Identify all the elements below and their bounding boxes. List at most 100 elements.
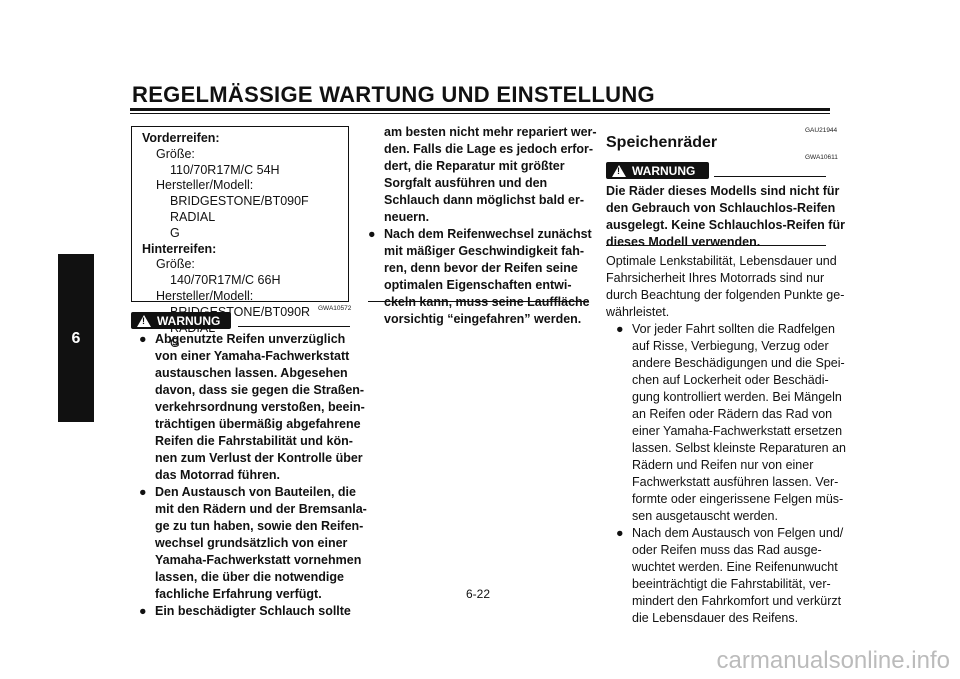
warning-bullet-2: ● Den Austausch von Bauteilen, die mit de… xyxy=(139,484,367,603)
warning-badge-label: WARNUNG xyxy=(157,313,221,328)
text-line: Vor jeder Fahrt sollten die Radfelgen xyxy=(632,322,835,336)
text-line: vorsichtig “eingefahren” werden. xyxy=(384,312,582,326)
text-line: lassen, die über die notwendige xyxy=(155,570,344,584)
tire-spec-box: Vorderreifen: Größe: 110/70R17M/C 54H He… xyxy=(131,126,349,350)
text-line: formte oder eingerissene Felgen müs- xyxy=(632,492,844,506)
text-line: Yamaha-Fachwerkstatt vornehmen xyxy=(155,553,362,567)
warning-badge: WARNUNG xyxy=(131,312,231,329)
footer-watermark: carmanualsonline.info xyxy=(716,647,950,674)
text-line: wuchtet werden. Eine Reifenunwucht xyxy=(632,560,838,574)
section-warning-end-rule xyxy=(606,245,826,246)
column2-end-rule xyxy=(368,301,588,302)
text-line: dert, die Reparatur mit größter xyxy=(384,159,565,173)
text-line: Abgenutzte Reifen unverzüglich xyxy=(155,332,346,346)
warning1-text: ● Abgenutzte Reifen unverzüglich von eine… xyxy=(139,331,367,620)
warning-rule xyxy=(238,326,350,327)
text-line: Nach dem Reifenwechsel zunächst xyxy=(384,227,592,241)
warning-bullet-1: ● Abgenutzte Reifen unverzüglich von eine… xyxy=(139,331,365,484)
text-line: verkehrsordnung verstoßen, beein- xyxy=(155,400,365,414)
page-number: 6-22 xyxy=(466,587,491,601)
text-line: durch Beachtung der folgenden Punkte ge- xyxy=(606,288,845,302)
text-line: Schlauch dann möglichst bald er- xyxy=(384,193,585,207)
text-line: neuern. xyxy=(384,210,430,224)
page-title: REGELMÄSSIGE WARTUNG UND EINSTELLUNG xyxy=(132,82,655,107)
warning-bullet-3-start: Ein beschädigter Schlauch sollte xyxy=(155,604,351,618)
rear-tire-heading: Hinterreifen: xyxy=(142,241,217,256)
bullet-dot-icon: ● xyxy=(139,485,147,499)
text-line: sen ausgetauscht werden. xyxy=(632,509,778,523)
text-line: trächtigen übermäßig abgefahrene xyxy=(155,417,361,431)
text-line: am besten nicht mehr repariert wer- xyxy=(384,125,597,139)
column2-text: am besten nicht mehr repariert wer-den. … xyxy=(368,124,597,328)
section-bullet-1: ● Vor jeder Fahrt sollten die Radfelgen a… xyxy=(616,321,847,525)
text-line: das Motorrad führen. xyxy=(155,468,281,482)
text-line: dieses Modell verwenden. xyxy=(606,235,761,249)
text-line: davon, dass sie gegen die Straßen- xyxy=(155,383,365,397)
section-bullet-1-lines: Vor jeder Fahrt sollten die Radfelgen auf… xyxy=(632,321,847,525)
section-code: GAU21944 xyxy=(805,127,838,134)
text-line: den Gebrauch von Schlauchlos-Reifen xyxy=(606,201,836,215)
text-line: Rädern und Reifen nur von einer xyxy=(632,458,814,472)
front-maker-value: BRIDGESTONE/BT090F RADIAL xyxy=(170,194,309,224)
section-warning-badge: WARNUNG xyxy=(606,162,709,179)
warning-code: GWA10572 xyxy=(318,305,352,312)
front-tire-heading: Vorderreifen: xyxy=(142,131,220,145)
warning-triangle-icon xyxy=(612,164,626,177)
front-size-value: 110/70R17M/C 54H xyxy=(170,162,280,177)
text-line: lassen. Selbst kleinste Reparaturen an xyxy=(632,441,847,455)
rear-size-label: Größe: xyxy=(156,257,195,272)
text-line: Den Austausch von Bauteilen, die xyxy=(155,485,356,499)
section-bullet-2-lines: Nach dem Austausch von Felgen und/oder R… xyxy=(632,525,843,627)
front-size-label: Größe: xyxy=(156,146,195,161)
text-line: Sorgfalt ausführen und den xyxy=(384,176,548,190)
warning-bullet-3: ● Ein beschädigter Schlauch sollte xyxy=(139,603,351,620)
warning-bullet-3-continued: am besten nicht mehr repariert wer-den. … xyxy=(368,124,597,226)
bullet-dot-icon: ● xyxy=(139,604,147,618)
text-line: andere Beschädigungen und die Spei- xyxy=(632,356,845,370)
text-line: Reifen die Fahrstabilität und kön- xyxy=(155,434,353,448)
chapter-tab-label: 6 xyxy=(71,330,81,347)
warning-bullet-1-lines: Abgenutzte Reifen unverzüglich von einer … xyxy=(155,331,365,484)
bullet-dot-icon: ● xyxy=(139,332,147,346)
front-maker-label: Hersteller/Modell: xyxy=(156,178,254,193)
text-line: von einer Yamaha-Fachwerkstatt xyxy=(155,349,350,363)
text-line: gung kontrolliert werden. Bei Mängeln xyxy=(632,390,842,404)
section-warning-code: GWA10611 xyxy=(805,154,838,161)
text-line: wechsel grundsätzlich von einer xyxy=(155,536,348,550)
section-warning-text: Die Räder dieses Modells sind nicht für d… xyxy=(606,183,845,251)
bullet-dot-icon: ● xyxy=(368,227,376,241)
warning-bullet-2-lines: Den Austausch von Bauteilen, die mit den … xyxy=(155,484,367,603)
section-body: Optimale Lenkstabilität, Lebensdauer und… xyxy=(606,253,847,627)
rear-maker-value-2: G xyxy=(170,336,180,351)
text-line: an Reifen oder Rädern das Rad von xyxy=(632,407,833,421)
text-line: mindert den Fahrkomfort und verkürzt xyxy=(632,594,842,608)
text-line: nen zum Verlust der Kontrolle über xyxy=(155,451,363,465)
section-intro: Optimale Lenkstabilität, Lebensdauer und… xyxy=(606,253,845,321)
text-line: fachliche Erfahrung verfügt. xyxy=(155,587,322,601)
text-line: mit den Rädern und der Bremsanla- xyxy=(155,502,367,516)
text-line: Fahrsicherheit Ihres Motorrads sind nur xyxy=(606,271,825,285)
section-warning-rule xyxy=(714,176,826,177)
text-line: ckeln kann, muss seine Lauffläche xyxy=(384,295,590,309)
title-rule xyxy=(130,108,830,111)
text-line: austauschen lassen. Abgesehen xyxy=(155,366,348,380)
text-line: ausgelegt. Keine Schlauchlos-Reifen für xyxy=(606,218,845,232)
rear-maker-label: Hersteller/Modell: xyxy=(156,288,254,303)
front-maker-value-2: G xyxy=(170,225,180,240)
title-rule-thin xyxy=(130,113,830,114)
text-line: Die Räder dieses Modells sind nicht für xyxy=(606,184,840,198)
section-title: Speichenräder xyxy=(606,134,718,151)
rear-size-value: 140/70R17M/C 66H xyxy=(170,273,281,288)
text-line: Optimale Lenkstabilität, Lebensdauer und xyxy=(606,254,837,268)
text-line: auf Risse, Verbiegung, Verzug oder xyxy=(632,339,829,353)
warning-triangle-icon xyxy=(137,314,151,327)
bullet-dot-icon: ● xyxy=(616,322,624,336)
section-bullet-2: ● Nach dem Austausch von Felgen und/oder… xyxy=(616,525,843,627)
chapter-tab: 6 xyxy=(58,254,94,422)
text-line: währleistet. xyxy=(606,305,670,319)
text-line: die Lebensdauer des Reifens. xyxy=(632,611,799,625)
text-line: ren, denn bevor der Reifen seine xyxy=(384,261,578,275)
text-line: ge zu tun haben, sowie den Reifen- xyxy=(155,519,364,533)
